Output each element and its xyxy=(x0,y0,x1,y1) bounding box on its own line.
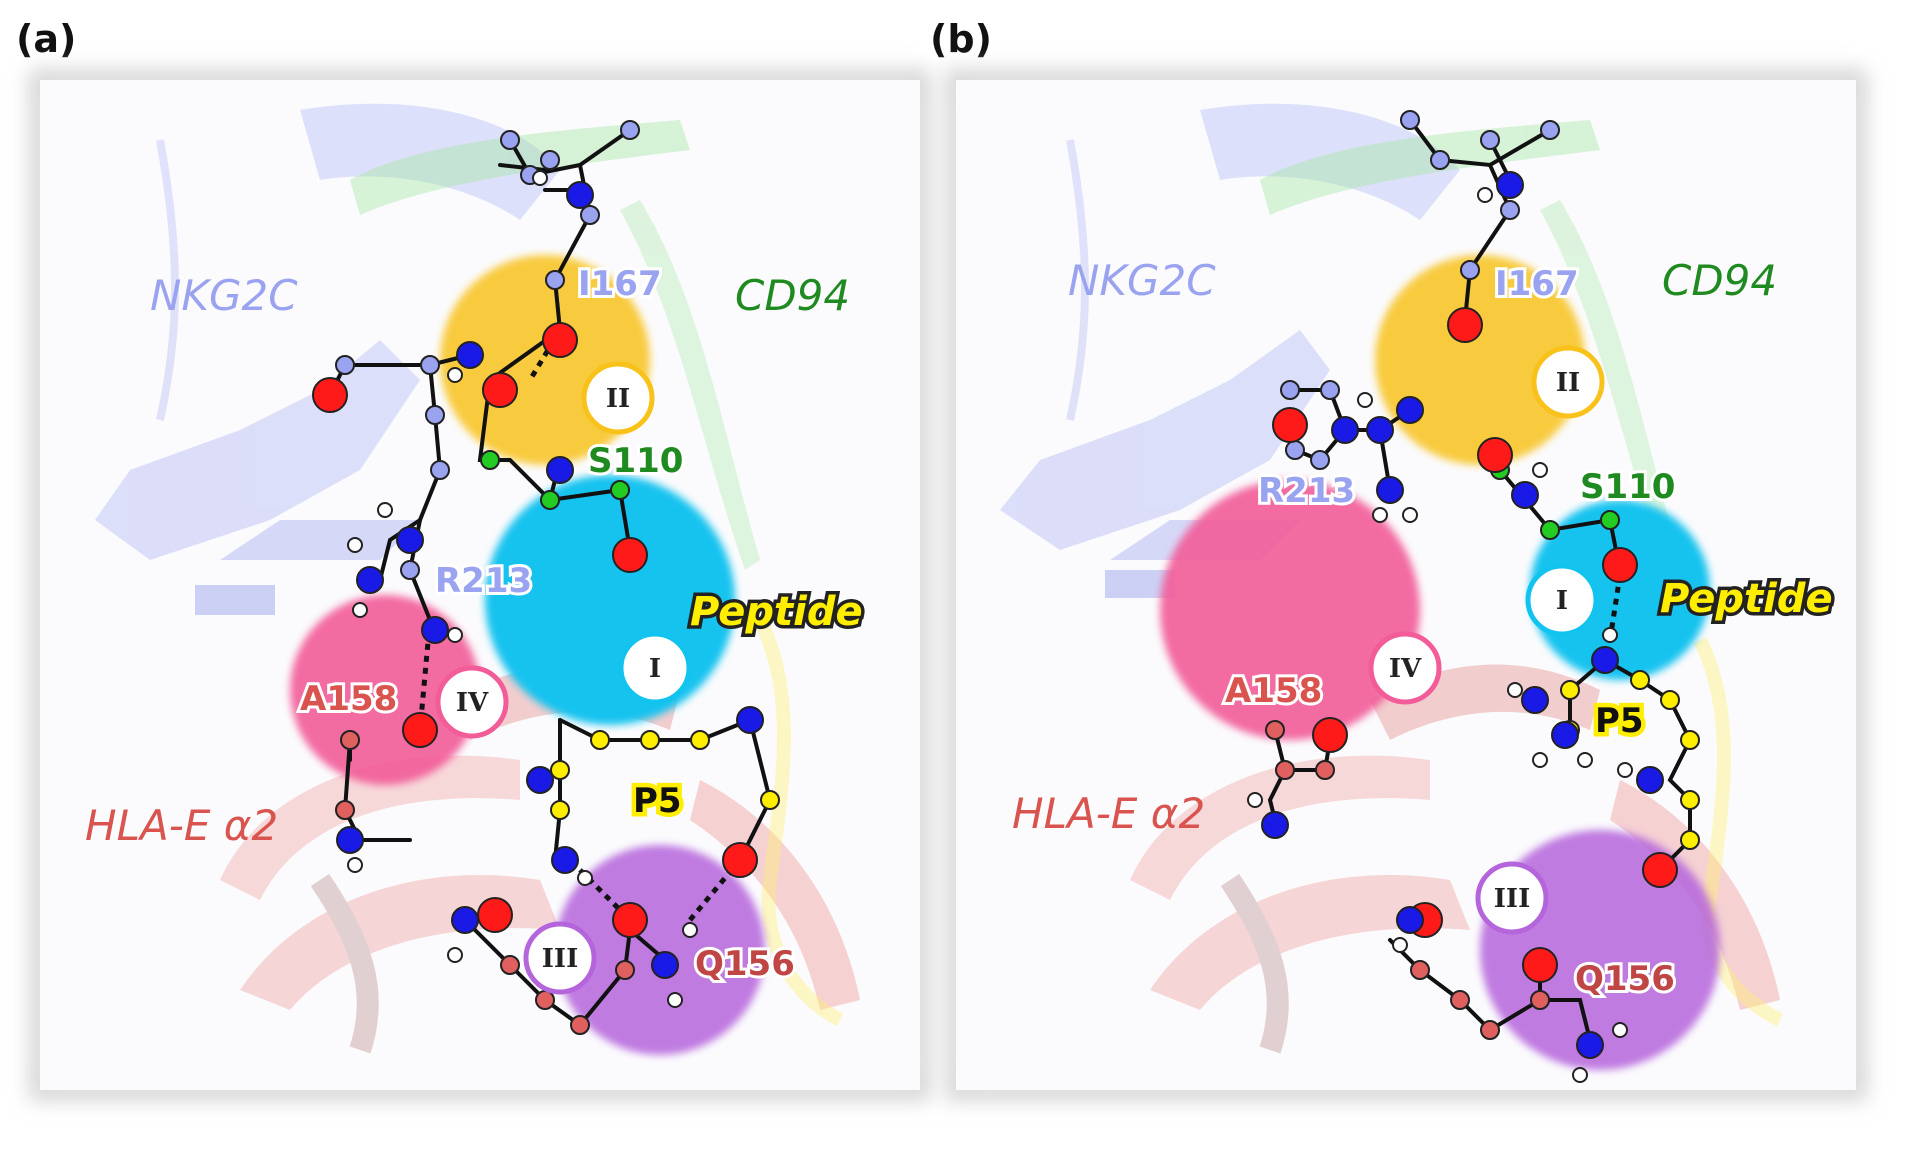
panel-b-site-IV-label: IV xyxy=(1389,654,1422,684)
panel-b-site-III: III xyxy=(1475,861,1549,935)
panel-a-atoms xyxy=(312,120,780,1035)
panel-b-site-I: I xyxy=(1525,563,1599,637)
panel-a-site-III: III xyxy=(523,921,597,995)
panel-a-letter: (a) xyxy=(16,17,76,61)
panel-a-site-IV: IV xyxy=(435,665,509,739)
panel-b-pocket-IV xyxy=(1160,480,1420,740)
panel-b-site-III-label: III xyxy=(1494,884,1531,914)
panel-b-a158-label: A158 xyxy=(1225,671,1322,711)
panel-a-peptide-ribbon xyxy=(753,616,844,1027)
panel-a-site-I-label: I xyxy=(649,654,661,684)
panel-b-p5-label: P5 xyxy=(1595,701,1644,741)
panel-b-s110-label: S110 xyxy=(1580,467,1675,507)
panel-a-site-I: I xyxy=(618,631,692,705)
panel-a-site-II-label: II xyxy=(606,384,630,414)
panel-b-site-IV: IV xyxy=(1368,631,1442,705)
panel-a-cd94-label: CD94 xyxy=(735,271,850,320)
panel-a: (a) xyxy=(16,17,931,1101)
panel-b-r213-label: R213 xyxy=(1258,471,1355,511)
panel-a-peptide-label: Peptide xyxy=(690,589,863,635)
panel-a-r213-label: R213 xyxy=(435,561,532,601)
panel-b-peptide-ribbon xyxy=(1693,636,1784,1027)
panel-a-site-IV-label: IV xyxy=(456,688,489,718)
panel-b-site-II: II xyxy=(1531,345,1605,419)
panel-a-q156-label: Q156 xyxy=(695,944,795,984)
panel-a-hla-label: HLA-E α2 xyxy=(85,801,278,850)
panel-b-peptide-label: Peptide xyxy=(1660,576,1833,622)
panel-a-a158-label: A158 xyxy=(300,679,397,719)
panel-b-nkg2c-label: NKG2C xyxy=(1068,256,1216,305)
panel-b-atoms xyxy=(1247,110,1700,1083)
panel-b-hla-label: HLA-E α2 xyxy=(1012,789,1205,838)
panel-b-site-I-label: I xyxy=(1556,586,1568,616)
panel-a-site-II: II xyxy=(581,361,655,435)
panel-b: (b) xyxy=(930,17,1867,1101)
panel-b-q156-label: Q156 xyxy=(1575,959,1675,999)
panel-b-letter: (b) xyxy=(930,17,992,61)
panel-a-p5-label: P5 xyxy=(633,781,682,821)
panel-b-site-II-label: II xyxy=(1556,368,1580,398)
panel-b-cd94-label: CD94 xyxy=(1662,256,1777,305)
panel-a-nkg2c-label: NKG2C xyxy=(150,271,298,320)
panel-a-site-III-label: III xyxy=(542,944,579,974)
panel-b-cd94-ribbon xyxy=(1260,120,1680,570)
panel-b-pocket-II xyxy=(1375,255,1585,465)
panel-a-i167-label: I167 xyxy=(578,264,662,304)
panel-a-s110-label: S110 xyxy=(588,441,683,481)
panel-b-i167-label: I167 xyxy=(1495,264,1579,304)
